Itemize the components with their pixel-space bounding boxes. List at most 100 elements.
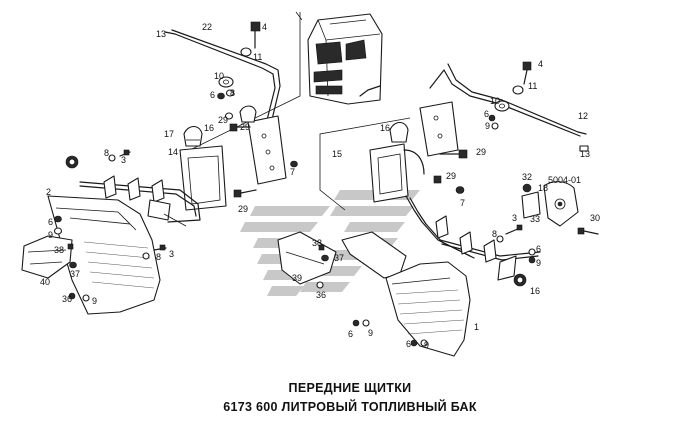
callout-13: 13 xyxy=(156,29,166,39)
nut-11-right xyxy=(512,85,524,95)
part-code-label: 5004-01 xyxy=(548,175,581,185)
callout-4: 4 xyxy=(538,59,543,69)
bolt-38-mid xyxy=(318,244,325,251)
washer-7-left xyxy=(290,160,298,168)
cap-16-right xyxy=(513,273,527,287)
callout-3: 3 xyxy=(512,213,517,223)
callout-32: 32 xyxy=(522,172,532,182)
truck-cab-illustration xyxy=(307,13,383,105)
callout-29: 29 xyxy=(218,115,228,125)
bolt-29-upper xyxy=(229,123,251,132)
bolt-4 xyxy=(250,21,261,49)
callout-8: 8 xyxy=(104,148,109,158)
caption-title: ПЕРЕДНИЕ ЩИТКИ xyxy=(289,381,412,395)
callout-39: 39 xyxy=(292,273,302,283)
callout-8: 8 xyxy=(156,252,161,262)
callout-7: 7 xyxy=(290,167,295,177)
callout-16: 16 xyxy=(530,286,540,296)
callout-9: 9 xyxy=(424,340,429,350)
callout-38: 38 xyxy=(312,238,322,248)
washer-36-mid xyxy=(316,281,324,289)
callout-37: 37 xyxy=(70,269,80,279)
callout-2: 2 xyxy=(46,187,51,197)
washers-8-3-left xyxy=(108,149,131,162)
callout-18: 18 xyxy=(538,183,548,193)
callout-3: 3 xyxy=(121,155,126,165)
washer-7-right xyxy=(455,186,465,194)
callout-9: 9 xyxy=(368,328,373,338)
callout-29: 29 xyxy=(476,147,486,157)
washers-6-9-fender xyxy=(352,319,428,347)
washers-6-8 xyxy=(217,89,235,100)
bolt-29-right-upper xyxy=(439,149,468,159)
callout-6: 6 xyxy=(210,90,215,100)
leader-line xyxy=(319,117,411,211)
callout-9: 9 xyxy=(485,121,490,131)
washer-9 xyxy=(224,112,234,120)
callout-6: 6 xyxy=(48,217,53,227)
washers-8-3-mid xyxy=(142,244,167,260)
mud-flap-40 xyxy=(21,235,73,279)
callout-37: 37 xyxy=(334,253,344,263)
right-front-fender xyxy=(385,261,471,357)
callout-9: 9 xyxy=(536,258,541,268)
callout-6: 6 xyxy=(536,244,541,254)
callout-16: 16 xyxy=(204,123,214,133)
callout-6: 6 xyxy=(348,329,353,339)
callout-40: 40 xyxy=(40,277,50,287)
washers-3-8-right xyxy=(496,224,536,264)
callout-15: 15 xyxy=(332,149,342,159)
callout-30: 30 xyxy=(590,213,600,223)
callout-8: 8 xyxy=(230,88,235,98)
washers-6-9-right xyxy=(488,114,499,130)
callout-12: 12 xyxy=(578,111,588,121)
right-support-rod xyxy=(419,63,587,157)
callout-14: 14 xyxy=(168,147,178,157)
bolt-29-left xyxy=(233,189,257,198)
callout-22: 22 xyxy=(202,22,212,32)
clamp-13-right xyxy=(579,145,589,152)
callout-3: 3 xyxy=(169,249,174,259)
bolt-38-left xyxy=(67,243,74,250)
callout-29: 29 xyxy=(446,171,456,181)
washer-10 xyxy=(218,76,234,88)
leader-line xyxy=(189,12,301,151)
right-bracket-assembly xyxy=(369,121,541,281)
callout-38: 38 xyxy=(54,245,64,255)
bolt-29-right-lower xyxy=(433,175,442,184)
callout-6: 6 xyxy=(484,109,489,119)
callout-29: 29 xyxy=(240,122,250,132)
nut-37-mid xyxy=(321,254,329,262)
left-bracket-assembly xyxy=(79,125,227,227)
callout-11: 11 xyxy=(528,81,537,91)
washers-6-9-left xyxy=(53,215,90,302)
bolt-4-right xyxy=(522,61,532,85)
cap-16-left xyxy=(65,155,79,169)
callout-9: 9 xyxy=(48,230,53,240)
callout-17: 17 xyxy=(164,129,174,139)
callout-6: 6 xyxy=(406,339,411,349)
caption-subtitle: 6173 600 ЛИТРОВЫЙ ТОПЛИВНЫЙ БАК xyxy=(223,399,477,414)
left-support-rod xyxy=(164,29,287,185)
nut-11 xyxy=(240,47,252,57)
nut-37-left xyxy=(69,261,77,269)
left-front-fender xyxy=(47,195,161,315)
washer-10-right xyxy=(494,100,510,112)
callout-9: 9 xyxy=(92,296,97,306)
callout-36: 36 xyxy=(62,294,72,304)
callout-4: 4 xyxy=(262,22,267,32)
callout-8: 8 xyxy=(492,229,497,239)
callout-16: 16 xyxy=(380,123,390,133)
callout-10: 10 xyxy=(490,96,500,106)
callout-36: 36 xyxy=(316,290,326,300)
callout-29: 29 xyxy=(238,204,248,214)
detail-5004-01 xyxy=(521,181,599,235)
callout-13: 13 xyxy=(580,149,590,159)
callout-10: 10 xyxy=(214,71,224,81)
callout-7: 7 xyxy=(460,198,465,208)
callout-11: 11 xyxy=(253,52,262,62)
callout-1: 1 xyxy=(474,322,479,332)
